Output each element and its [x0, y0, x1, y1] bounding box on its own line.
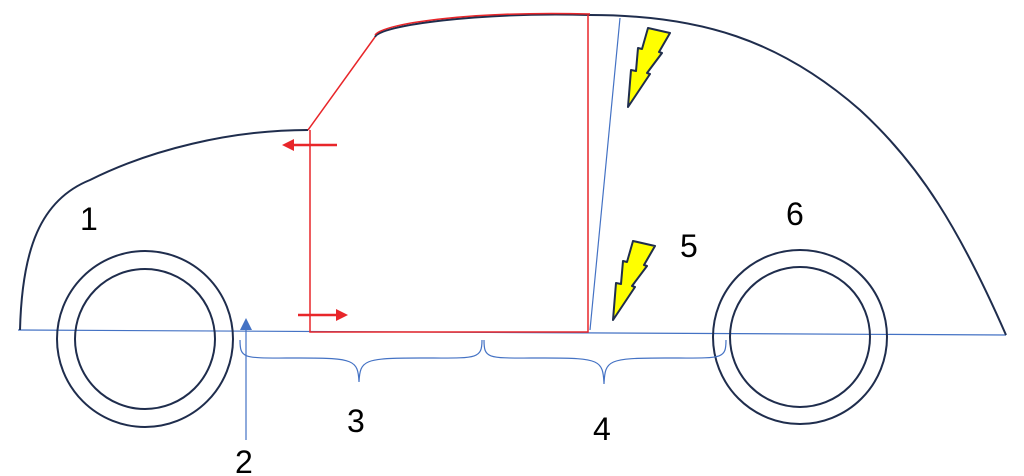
front-wheel	[56, 250, 234, 428]
label-1: 1	[80, 201, 98, 237]
arrow-left-icon	[282, 139, 337, 151]
label-4: 4	[593, 411, 611, 447]
car-rear-outline	[589, 14, 1007, 336]
car-roof-outline	[374, 13, 591, 38]
lightning-bolt-icon	[627, 27, 671, 108]
label-3: 3	[347, 403, 365, 439]
rear-wheel	[712, 249, 888, 425]
car-roof-red	[374, 12, 591, 36]
position-marker	[240, 318, 252, 440]
label-6: 6	[786, 196, 804, 232]
brace-3	[239, 339, 483, 383]
label-2: 2	[235, 444, 253, 476]
brace-4	[483, 339, 727, 385]
car-front-outline	[19, 129, 309, 331]
lightning-bolt-icon	[612, 240, 656, 321]
cabin-frame	[307, 15, 589, 333]
slanted-line	[589, 17, 621, 331]
label-5: 5	[680, 228, 698, 264]
arrow-right-icon	[298, 309, 348, 321]
